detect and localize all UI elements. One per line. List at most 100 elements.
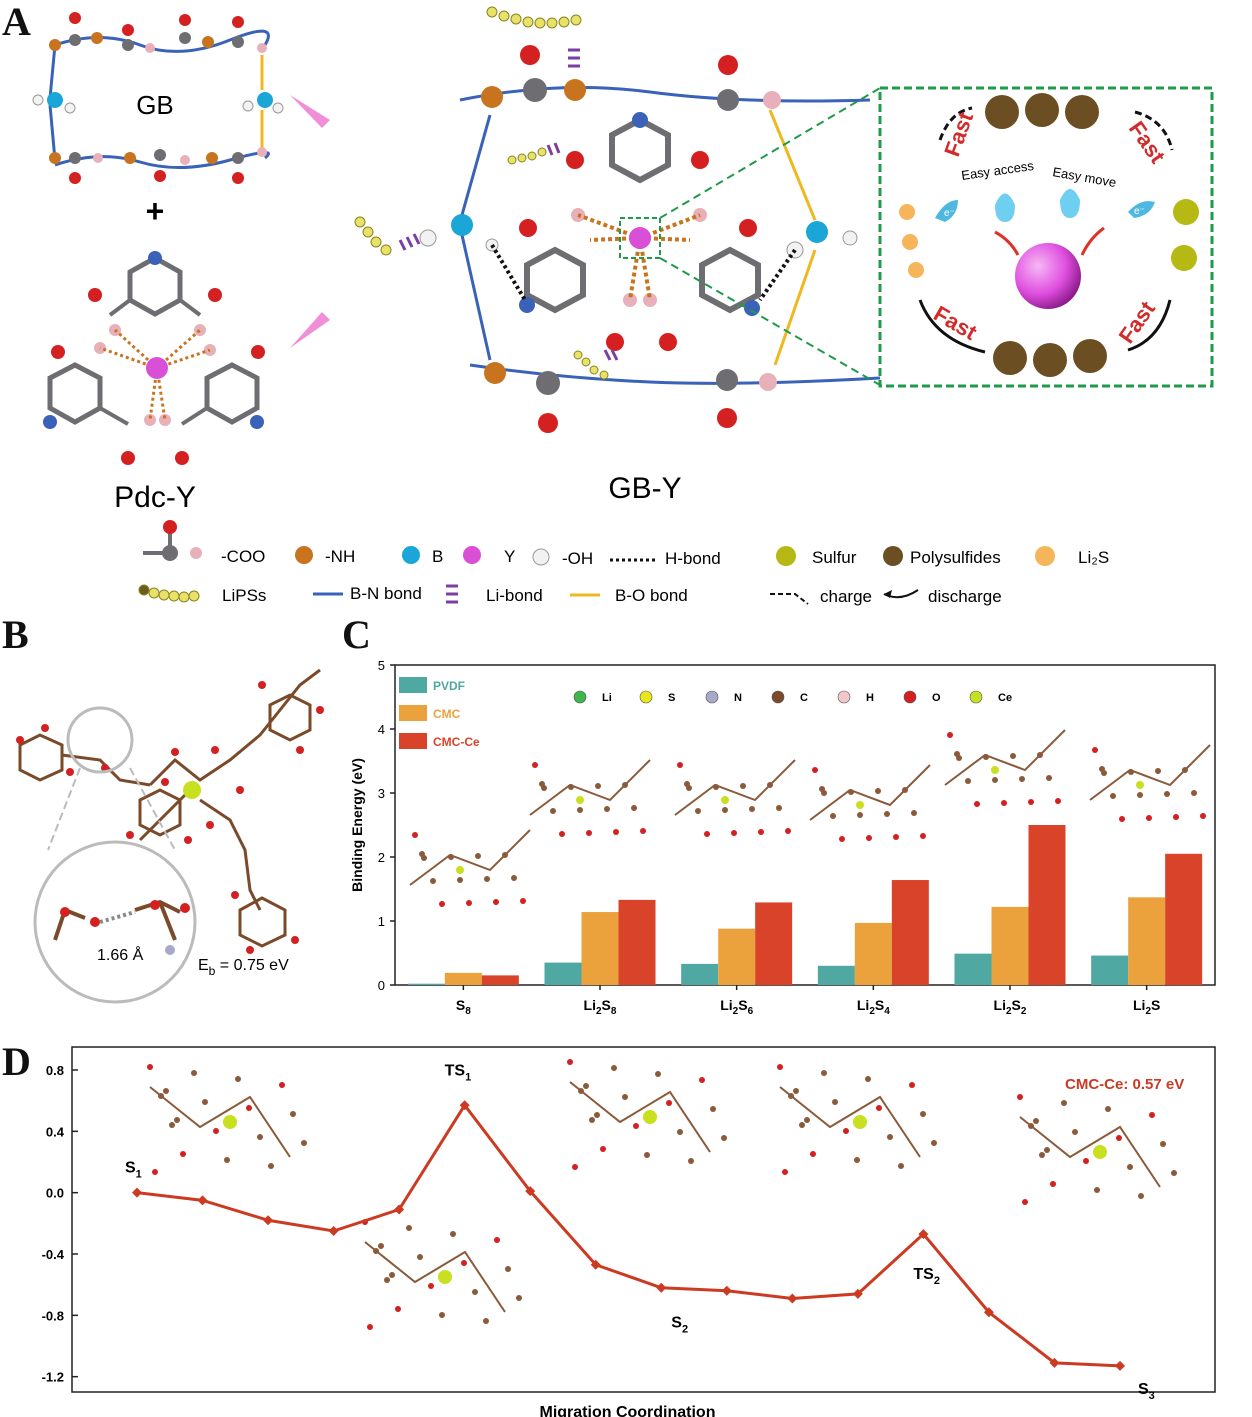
x-tick-label: Li2S6: [720, 997, 753, 1017]
legend-nh: -NH: [325, 547, 355, 566]
atom-legend-label: C: [800, 692, 808, 704]
x-tick-label: Li2S: [1133, 997, 1160, 1017]
x-tick-label: Li2S8: [584, 997, 617, 1017]
state-label: S3: [1138, 1381, 1155, 1402]
arrow-right-icon: [290, 312, 330, 348]
panel-label-d: D: [2, 1039, 31, 1084]
x-axis-label: Migration Coordination: [540, 1404, 716, 1417]
legend-lipss: LiPSs: [222, 586, 266, 605]
y-tick-label: 1: [378, 914, 385, 929]
y-tick-label: 4: [378, 722, 385, 737]
y-tick-label: -0.4: [42, 1247, 65, 1262]
data-point-marker: [394, 1204, 405, 1215]
data-point-marker: [656, 1282, 667, 1293]
data-point-marker: [721, 1285, 732, 1296]
y-tick-label: 2: [378, 850, 385, 865]
state-label: TS2: [913, 1266, 940, 1287]
state-label: TS1: [445, 1062, 472, 1083]
barrier-annotation: CMC-Ce: 0.57 eV: [1065, 1076, 1184, 1093]
data-point-marker: [1115, 1360, 1125, 1371]
legend-swatch: [399, 733, 427, 749]
gb-label: GB: [136, 90, 174, 120]
data-point-marker: [983, 1307, 994, 1318]
electron-label-left: e⁻: [944, 208, 955, 219]
atom-legend-label: Li: [602, 692, 612, 704]
atom-legend-label: S: [668, 692, 675, 704]
pdcy-label: Pdc-Y: [114, 481, 196, 514]
molecule-structure-image: [944, 729, 1066, 807]
bar-pvdf-li2s8: [544, 962, 582, 985]
y-tick-label: 5: [378, 658, 385, 673]
data-point-marker: [263, 1215, 274, 1226]
y-tick-label: -0.8: [42, 1308, 64, 1323]
data-point-marker: [459, 1100, 470, 1111]
bar-cmc-li2s2: [991, 906, 1029, 985]
bar-cmc-ce-li2s2: [1028, 825, 1066, 985]
y-tick-label: 0.8: [46, 1063, 64, 1078]
y-tick-label: 0.4: [46, 1124, 65, 1139]
molecule-structure-image: [674, 759, 796, 837]
atom-legend-dot: [903, 690, 917, 704]
atom-legend-dot: [639, 690, 653, 704]
x-tick-label: Li2S2: [994, 997, 1027, 1017]
bar-pvdf-li2s4: [817, 965, 855, 985]
bar-cmc-li2s: [1128, 897, 1166, 985]
plot-frame: [394, 664, 1216, 986]
atom-legend-dot: [969, 690, 983, 704]
molecule-structure-image: [809, 764, 931, 842]
gb-polymer-illustration: [32, 12, 284, 184]
atom-legend-label: Ce: [998, 692, 1012, 704]
data-point-marker: [590, 1259, 601, 1270]
data-point-marker: [918, 1229, 929, 1240]
legend-li-bond: Li-bond: [486, 586, 543, 605]
legend-swatch: [399, 677, 427, 693]
state-label: S2: [671, 1315, 688, 1336]
legend-coo: -COO: [221, 547, 265, 566]
legend-swatch: [399, 705, 427, 721]
legend-hbond: H-bond: [665, 549, 721, 568]
atom-legend-dot: [573, 690, 587, 704]
data-point-marker: [852, 1288, 863, 1299]
panel-b-structure: 1.66 Å Eb = 0.75 eV: [16, 668, 324, 1004]
bar-pvdf-s8: [407, 983, 445, 985]
atom-legend-dot: [705, 690, 719, 704]
atom-legend-label: O: [932, 692, 941, 704]
molecule-structure-image: [409, 829, 531, 907]
legend-yttrium: Y: [504, 547, 515, 566]
plus-sign: +: [146, 193, 165, 229]
plot-frame: [71, 1046, 1216, 1393]
gby-structure-illustration: [354, 6, 881, 433]
data-point-marker: [132, 1187, 142, 1198]
panel-label-c: C: [342, 612, 371, 657]
legend-bn-bond: B-N bond: [350, 584, 422, 603]
legend-label: CMC-Ce: [433, 735, 480, 749]
panel-label-a: A: [2, 0, 31, 44]
atom-legend-dot: [771, 690, 785, 704]
y-axis-label: Binding Energy (eV): [349, 758, 365, 892]
legend-polysulfides: Polysulfides: [910, 548, 1001, 567]
molecule-structure-image: [147, 1064, 307, 1175]
data-point-marker: [1049, 1357, 1060, 1368]
y-tick-label: 3: [378, 786, 385, 801]
atom-legend-dot: [837, 690, 851, 704]
molecule-structure-image: [567, 1059, 727, 1170]
molecule-structure-image: [1089, 744, 1211, 822]
bar-cmc-li2s8: [581, 912, 619, 985]
legend-li2s: Li₂S: [1078, 548, 1109, 567]
molecule-structure-image: [362, 1219, 522, 1330]
ce-atom: [183, 781, 201, 799]
bar-cmc-li2s4: [854, 922, 892, 985]
legend-charge: charge: [820, 587, 872, 606]
arrow-right-icon: [290, 95, 330, 128]
binding-energy-label: Eb = 0.75 eV: [198, 957, 289, 978]
atom-legend-label: H: [866, 692, 874, 704]
legend-oh: -OH: [562, 549, 593, 568]
legend-discharge: discharge: [928, 587, 1002, 606]
molecule-structure-image: [529, 759, 651, 837]
legend-label: PVDF: [433, 679, 465, 693]
atom-legend-label: N: [734, 692, 742, 704]
y-tick-label: -1.2: [42, 1370, 64, 1385]
bar-pvdf-li2s6: [681, 963, 719, 985]
